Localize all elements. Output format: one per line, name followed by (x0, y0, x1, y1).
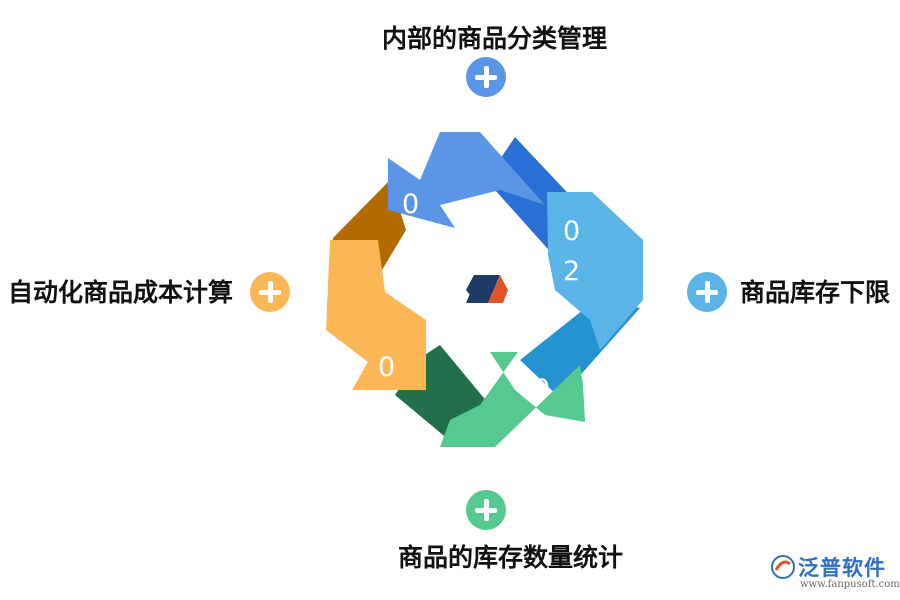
brand-mark-icon (771, 555, 795, 579)
plus-icon[interactable] (466, 57, 506, 97)
arrow-segment-2 (547, 192, 643, 350)
step-3-number-digit-2: 3 (533, 418, 550, 449)
step-1-label: 内部的商品分类管理 (382, 24, 608, 53)
plus-icon[interactable] (466, 490, 506, 530)
step-2-label: 商品库存下限 (740, 278, 891, 307)
step-1-number-digit-2: 1 (404, 233, 421, 264)
step-2-number-digit-2: 2 (563, 256, 580, 287)
step-3-number-digit-1: 0 (533, 374, 550, 405)
center-logo-icon (466, 275, 508, 303)
step-1-number-digit-1: 0 (402, 189, 419, 220)
arrow-segment-1 (388, 132, 545, 228)
step-3-label: 商品的库存数量统计 (398, 543, 624, 572)
plus-icon[interactable] (687, 272, 727, 312)
step-4-label: 自动化商品成本计算 (8, 278, 234, 307)
step-2-number-digit-1: 0 (563, 216, 580, 247)
brand-url: www.fanpusoft.com (800, 579, 900, 590)
brand-name: 泛普软件 (798, 556, 886, 580)
step-4-number-digit-2: 4 (378, 392, 395, 423)
arrow-segment-4 (326, 240, 426, 390)
brand-logo: 泛普软件 www.fanpusoft.com (768, 550, 900, 596)
arrow-segment-3 (440, 352, 585, 447)
step-4-number-digit-1: 0 (378, 352, 395, 383)
plus-icon[interactable] (250, 272, 290, 312)
